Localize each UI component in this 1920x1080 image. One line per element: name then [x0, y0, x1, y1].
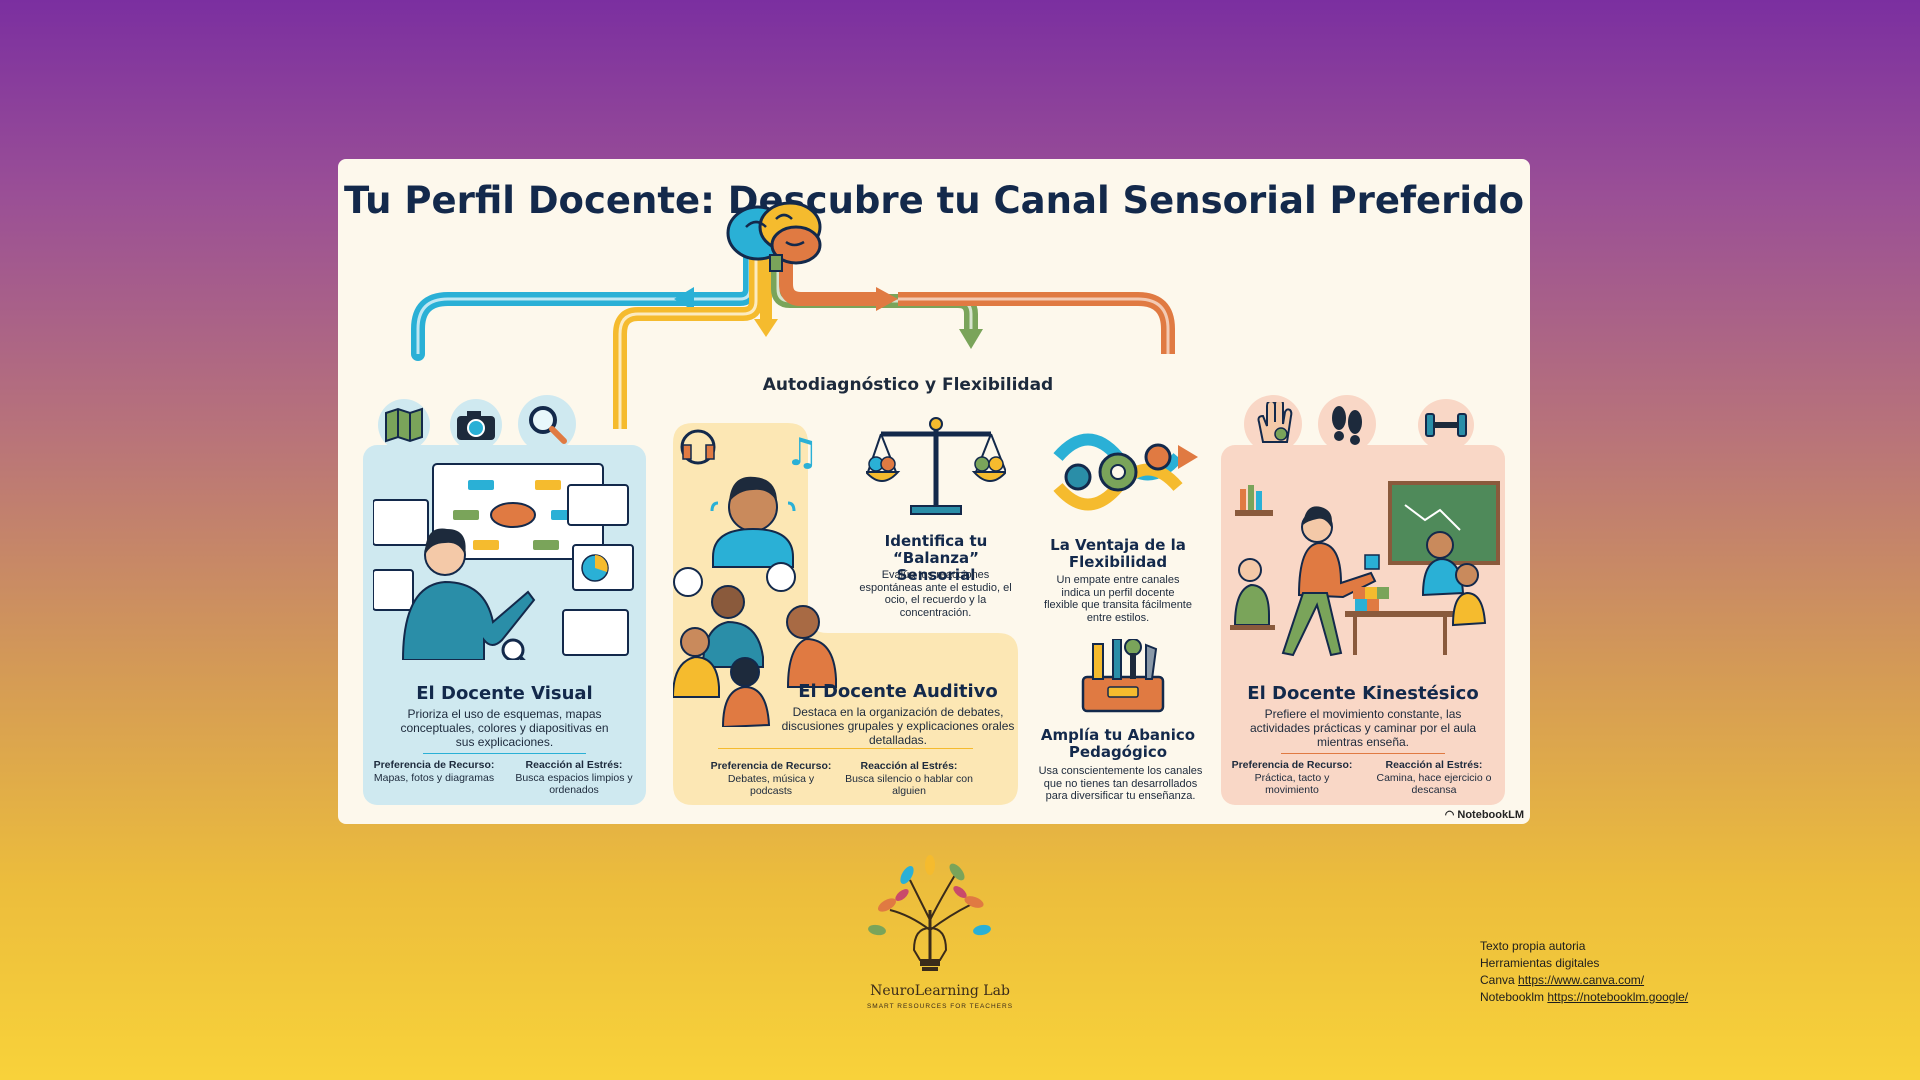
- kinestesico-resource-pref: Preferencia de Recurso:Práctica, tacto y…: [1231, 759, 1353, 796]
- magnifier-icon: [518, 395, 576, 453]
- toolbox-icon: [1081, 639, 1165, 713]
- brain-icon: [726, 201, 822, 272]
- notebooklm-link[interactable]: https://notebooklm.google/: [1547, 990, 1689, 1004]
- kinestesico-title: El Docente Kinestésico: [1247, 683, 1479, 704]
- footprints-icon: [1318, 395, 1376, 453]
- notebooklm-watermark: ◠ NotebookLM: [1444, 809, 1524, 821]
- auditivo-resource-pref: Preferencia de Recurso:Debates, música y…: [710, 760, 832, 797]
- balanza-title: Identifica tu “Balanza” Sensorial: [884, 532, 988, 584]
- abanico-title: Amplía tu Abanico Pedagógico: [1040, 726, 1196, 761]
- kinestesico-stress-reaction: Reacción al Estrés:Camina, hace ejercici…: [1376, 759, 1492, 796]
- auditivo-stress-reaction: Reacción al Estrés:Busca silencio o habl…: [845, 760, 973, 797]
- auditivo-title: El Docente Auditivo: [798, 681, 998, 702]
- credits-line-tools: Herramientas digitales: [1480, 956, 1600, 970]
- kinestesico-description: Prefiere el movimiento constante, las ac…: [1249, 707, 1477, 749]
- neurolearning-tree-logo: [868, 855, 991, 971]
- connector-arrows: [411, 247, 1175, 429]
- center-label: Autodiagnóstico y Flexibilidad: [762, 375, 1054, 395]
- flexibility-description: Un empate entre canales indica un perfil…: [1044, 574, 1192, 624]
- credits-block: Texto propia autoria Herramientas digita…: [1480, 938, 1688, 1006]
- panel-visual: El Docente Visual Prioriza el uso de esq…: [363, 445, 646, 805]
- flexibility-title: La Ventaja de la Flexibilidad: [1050, 536, 1186, 571]
- auditivo-description: Destaca en la organización de debates, d…: [781, 705, 1015, 747]
- balanza-description: Evalúa tus reacciones espontáneas ante e…: [859, 569, 1012, 619]
- hand-icon: [1244, 395, 1302, 453]
- visual-title: El Docente Visual: [416, 683, 593, 704]
- visual-description: Prioriza el uso de esquemas, mapas conce…: [400, 707, 609, 749]
- credits-line-notebooklm: Notebooklm https://notebooklm.google/: [1480, 990, 1689, 1004]
- arrow-head-flex: [959, 329, 983, 349]
- kinestesico-divider: [1281, 753, 1445, 754]
- visual-resource-pref: Preferencia de Recurso:Mapas, fotos y di…: [373, 759, 495, 784]
- svg-text:♫: ♫: [785, 430, 819, 474]
- infographic-title: Tu Perfil Docente: Descubre tu Canal Sen…: [344, 179, 1524, 222]
- scale-icon: [866, 417, 1006, 515]
- gears-flexibility-icon: [1053, 433, 1198, 511]
- infographic-card: Tu Perfil Docente: Descubre tu Canal Sen…: [338, 159, 1530, 824]
- auditivo-divider: [718, 748, 973, 749]
- credits-line-canva: Canva https://www.canva.com/: [1480, 973, 1645, 987]
- auditivo-illustration: ♫: [673, 429, 837, 727]
- arrow-head-visual: [674, 287, 694, 311]
- logo-tagline: SMART RESOURCES FOR TEACHERS: [866, 1003, 1014, 1010]
- visual-stress-reaction: Reacción al Estrés:Busca espacios limpio…: [515, 759, 633, 796]
- dumbbell-icon: [1418, 399, 1474, 451]
- kinestesico-illustration: [1230, 481, 1500, 657]
- logo-name: NeuroLearning Lab: [870, 983, 1010, 999]
- visual-divider: [423, 753, 586, 754]
- arrow-head-down: [754, 319, 778, 337]
- abanico-description: Usa conscientemente los canales que no t…: [1038, 765, 1203, 802]
- credits-line-author: Texto propia autoria: [1480, 939, 1586, 953]
- canva-link[interactable]: https://www.canva.com/: [1518, 973, 1645, 987]
- arrow-head-kin: [876, 287, 898, 311]
- map-icon: [378, 399, 430, 451]
- camera-icon: [450, 399, 502, 451]
- visual-teacher-illustration: [373, 463, 634, 660]
- panel-kinestesico: El Docente Kinestésico Prefiere el movim…: [1221, 445, 1505, 805]
